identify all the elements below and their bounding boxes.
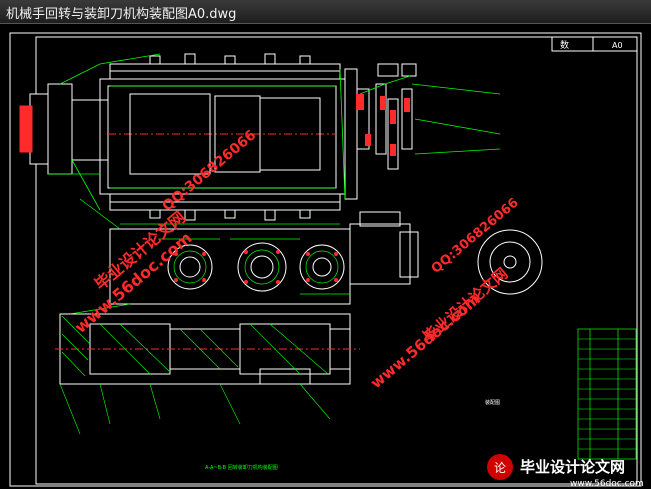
watermark-right: www.56doc.com 毕业设计论文网 QQ:306826066 [367,195,522,392]
bottom-section-hatch [59,315,331,435]
watermark-brand-right: 毕业设计论文网 [419,264,511,345]
drawing-frame [9,32,642,487]
parts-list-rows [578,338,636,450]
footer-url: www.56doc.com [570,479,644,489]
bottom-note-label: 装配图 [485,399,500,406]
footer-logo-glyph: 论 [494,461,506,475]
title-block-cell-1: 数 [560,39,569,51]
middle-view-gearbox [109,211,419,305]
footer-brand: 毕业设计论文网 [520,458,625,476]
watermark-qq-right: QQ:306826066 [429,195,522,276]
title-block-top: 数 A0 [551,36,638,52]
title-block-cell-2: A0 [612,41,623,50]
red-dimension-marks [356,94,410,156]
bolt-circle-marks [174,250,338,284]
top-view-hatch [48,53,501,225]
parts-list-table [577,328,637,460]
section-view-label: A-A~B-B 回转装卸刀机构装配图 [205,464,278,471]
window-titlebar: 机械手回转与装卸刀机构装配图A0.dwg [0,0,651,24]
cad-drawing-canvas[interactable]: 数 A0 [0,24,651,489]
watermark-left: www.56doc.com 毕业设计论文网 QQ:306826066 [71,127,260,337]
top-view-assembly [19,53,417,221]
bottom-section-view [55,313,360,385]
window-title: 机械手回转与装卸刀机构装配图A0.dwg [6,7,237,22]
footer-watermark: 论 毕业设计论文网 www.56doc.com [487,454,644,489]
middle-view-hatch [69,198,350,315]
gear-detail-view [477,229,543,295]
